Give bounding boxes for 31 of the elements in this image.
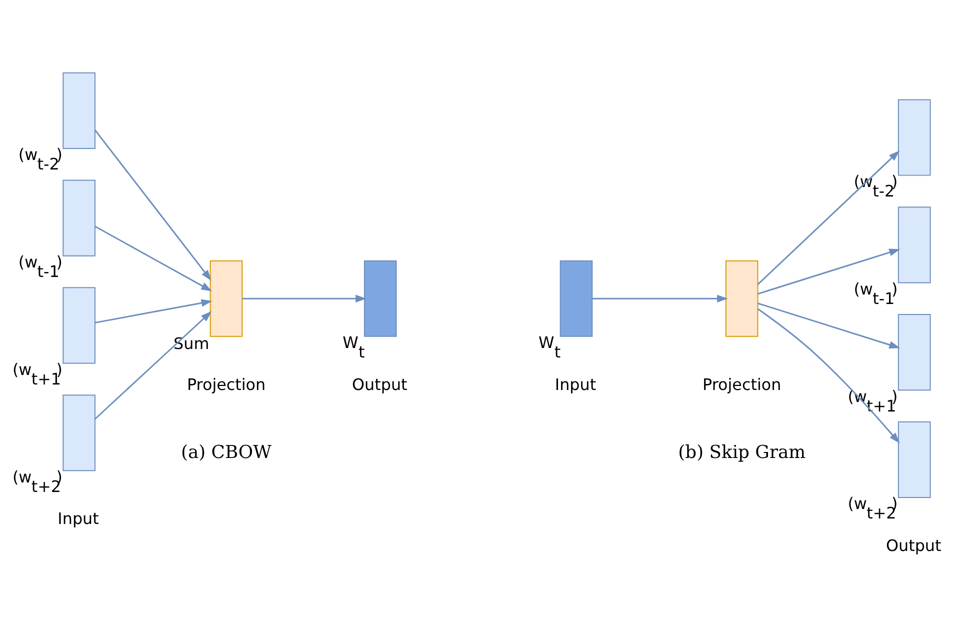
label: (a) CBOW [180, 442, 272, 463]
node-box [62, 394, 96, 471]
node-box [898, 98, 931, 176]
node-label: Sum [174, 334, 210, 353]
arrow [592, 294, 728, 302]
arrow [758, 308, 900, 443]
label: Input [554, 374, 596, 394]
node-box [364, 260, 397, 336]
arrow [94, 225, 212, 291]
label: (b) Skip Gram [678, 442, 806, 463]
arrow [758, 302, 900, 348]
node-box [560, 260, 593, 336]
label: Projection [702, 374, 782, 394]
label: Input [58, 508, 99, 528]
label: Output [886, 535, 942, 554]
node-box [210, 260, 243, 336]
arrow [94, 310, 212, 420]
arrow [94, 298, 212, 323]
arrow [242, 294, 367, 302]
node-box [725, 260, 758, 336]
arrow [94, 129, 212, 280]
label: Projection [186, 374, 266, 394]
node-box [898, 420, 931, 498]
node-box [898, 206, 931, 283]
arrow [758, 248, 900, 294]
node-box [62, 286, 96, 364]
node-box [62, 72, 96, 148]
label: Output [352, 374, 408, 394]
arrow [757, 150, 900, 284]
node-box [898, 314, 931, 390]
node-box [62, 179, 96, 256]
